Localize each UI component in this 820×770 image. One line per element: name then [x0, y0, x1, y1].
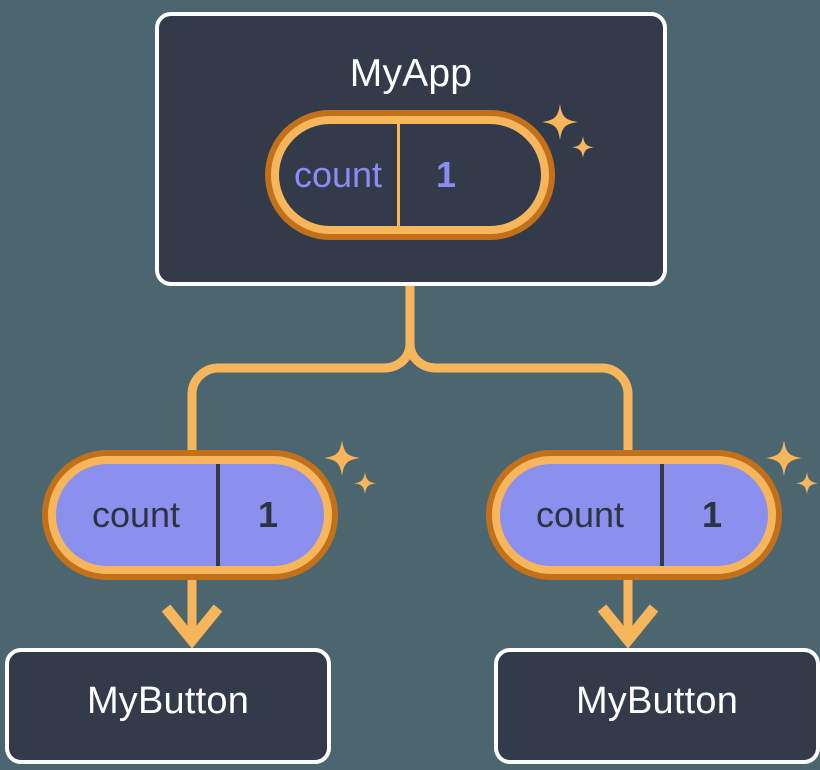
- state-pill-inner-ring: count 1: [492, 456, 776, 574]
- arrow-to-left-mybutton: [161, 580, 223, 649]
- state-pill-inner-ring: count 1: [271, 116, 549, 234]
- state-key: count: [91, 494, 181, 535]
- wire-to-right-child: [405, 281, 633, 457]
- state-pill-body: count 1: [500, 464, 768, 566]
- component-node-mybutton-right[interactable]: MyButton: [494, 648, 820, 764]
- arrow-to-right-mybutton: [597, 580, 659, 649]
- state-value: 1: [216, 464, 316, 566]
- state-pill-child-right[interactable]: count 1: [486, 450, 782, 580]
- component-node-mybutton-left[interactable]: MyButton: [5, 648, 331, 764]
- state-pill-body: count 1: [56, 464, 324, 566]
- state-pill-myapp[interactable]: count 1: [265, 110, 555, 240]
- state-pill-child-left[interactable]: count 1: [42, 450, 338, 580]
- state-value: 1: [397, 124, 492, 226]
- component-label: MyButton: [575, 680, 739, 722]
- state-pill-body: count 1: [279, 124, 541, 226]
- wire-to-left-child: [187, 281, 415, 457]
- state-value: 1: [660, 464, 760, 566]
- state-pill-inner-ring: count 1: [48, 456, 332, 574]
- page-title: MyApp: [349, 52, 473, 95]
- state-key: count: [293, 154, 383, 195]
- component-label: MyButton: [86, 680, 250, 722]
- state-key: count: [535, 494, 625, 535]
